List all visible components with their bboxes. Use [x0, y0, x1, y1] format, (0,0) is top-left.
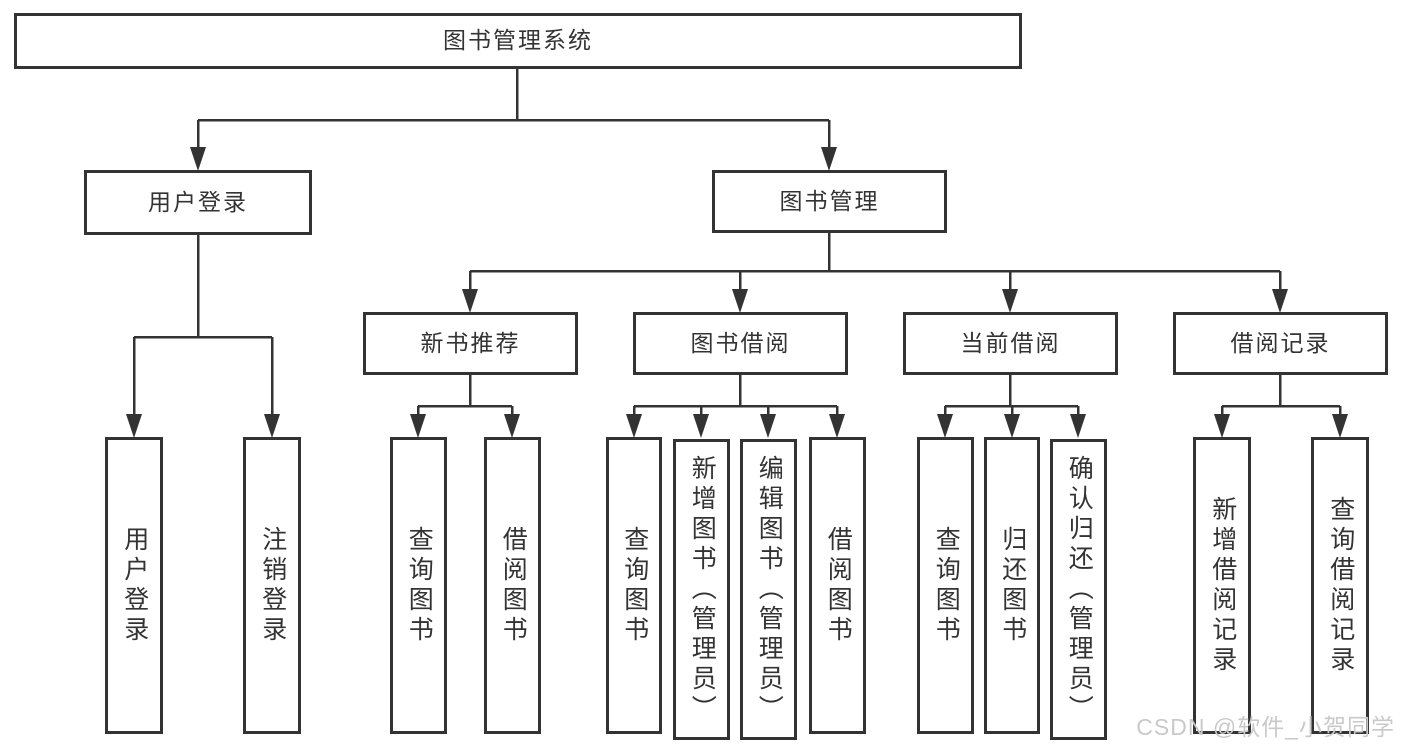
leaf-return-books: 归还图书	[984, 437, 1040, 734]
csdn-watermark: CSDN @软件_小贺同学	[1136, 714, 1395, 740]
leaf-add-books-admin: 新增图书（管理员）	[673, 439, 730, 740]
current-borrowing-connector	[937, 375, 1086, 438]
root-connector	[190, 69, 837, 171]
leaf-query-books-current: 查询图书	[917, 437, 974, 734]
node-book-management: 图书管理	[712, 170, 947, 233]
node-book-borrowing: 图书借阅	[633, 312, 848, 375]
leaf-query-books-recommend: 查询图书	[390, 437, 447, 734]
leaf-confirm-return-admin: 确认归还（管理员）	[1050, 439, 1107, 740]
leaf-logout: 注销登录	[243, 437, 301, 734]
user-login-connector	[126, 235, 280, 438]
book-management-connector	[462, 233, 1288, 313]
node-borrowing-records: 借阅记录	[1173, 312, 1388, 375]
leaf-borrow-books-recommend: 借阅图书	[484, 437, 541, 734]
leaf-add-borrow-record: 新增借阅记录	[1193, 437, 1251, 734]
borrowing-records-connector	[1214, 375, 1348, 438]
leaf-borrow-books-borrowing: 借阅图书	[809, 437, 866, 734]
leaf-user-login: 用户登录	[105, 437, 163, 734]
node-new-book-recommendation: 新书推荐	[363, 312, 578, 375]
node-current-borrowing: 当前借阅	[903, 312, 1118, 375]
leaf-query-borrow-record: 查询借阅记录	[1311, 437, 1369, 734]
node-library-management-system: 图书管理系统	[14, 13, 1022, 69]
leaf-query-books-borrowing: 查询图书	[606, 437, 662, 734]
new-book-connector	[410, 375, 520, 438]
node-user-login: 用户登录	[84, 170, 312, 235]
book-borrowing-connector	[626, 375, 845, 438]
leaf-edit-books-admin: 编辑图书（管理员）	[740, 439, 797, 740]
